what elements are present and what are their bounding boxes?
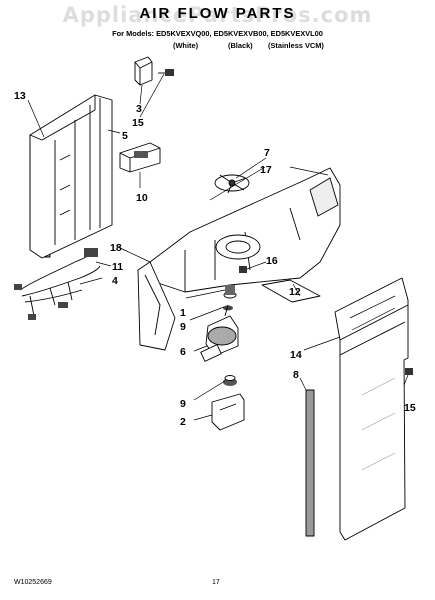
callout-15-right: 15 [404,402,416,414]
part-9-grommet-lower [223,375,237,386]
callout-11: 11 [112,261,123,273]
part-2-motor-bracket [211,393,245,431]
part-9-grommet-upper [223,305,233,311]
part-7-fan-blade [214,174,250,194]
part-16-screw [239,266,247,273]
leader-lines [27,73,409,421]
callout-12: 12 [289,286,301,298]
callout-10: 10 [136,192,148,204]
callout-9-lower: 9 [180,398,186,410]
callout-13: 13 [14,90,26,102]
part-15-screw-right [405,368,413,375]
part-8-strip [305,389,315,537]
watermark: AppliancePartsPros.com [62,3,373,27]
part-1-grommet [223,285,237,299]
part-12-wire-cover [261,279,321,303]
part-5-duct-panel [29,94,113,259]
part-4-11-wire-harness [14,248,101,320]
callout-15-top: 15 [132,117,144,129]
part-15-screw-top [158,69,174,76]
part-6-fan-motor [200,304,239,362]
callout-9-upper: 9 [180,321,186,333]
part-18-side-panel [137,261,176,351]
color-black: (Black) [228,41,253,50]
page-number: 17 [212,579,220,586]
callout-4: 4 [112,275,118,287]
callout-7: 7 [264,147,270,159]
callout-6: 6 [180,346,186,358]
callout-3: 3 [136,103,142,115]
document-number: W10252669 [14,579,52,586]
page-title: AIR FLOW PARTS [139,5,296,22]
callout-16: 16 [266,255,278,267]
callout-14: 14 [290,349,302,361]
color-white: (White) [173,41,199,50]
part-14-front-panel [334,277,409,541]
model-list: For Models: ED5KVEXVQ00, ED5KVEXVB00, ED… [112,29,323,38]
callout-8: 8 [293,369,299,381]
part-3-damper-cover [134,56,153,86]
part-10-bracket [119,142,161,173]
callout-18: 18 [110,242,122,254]
callout-1: 1 [180,307,186,319]
callout-5: 5 [122,130,128,142]
part-17-fan-housing [149,167,341,293]
color-stainless: (Stainless VCM) [268,41,324,50]
callout-17: 17 [260,164,272,176]
callout-2: 2 [180,416,186,428]
